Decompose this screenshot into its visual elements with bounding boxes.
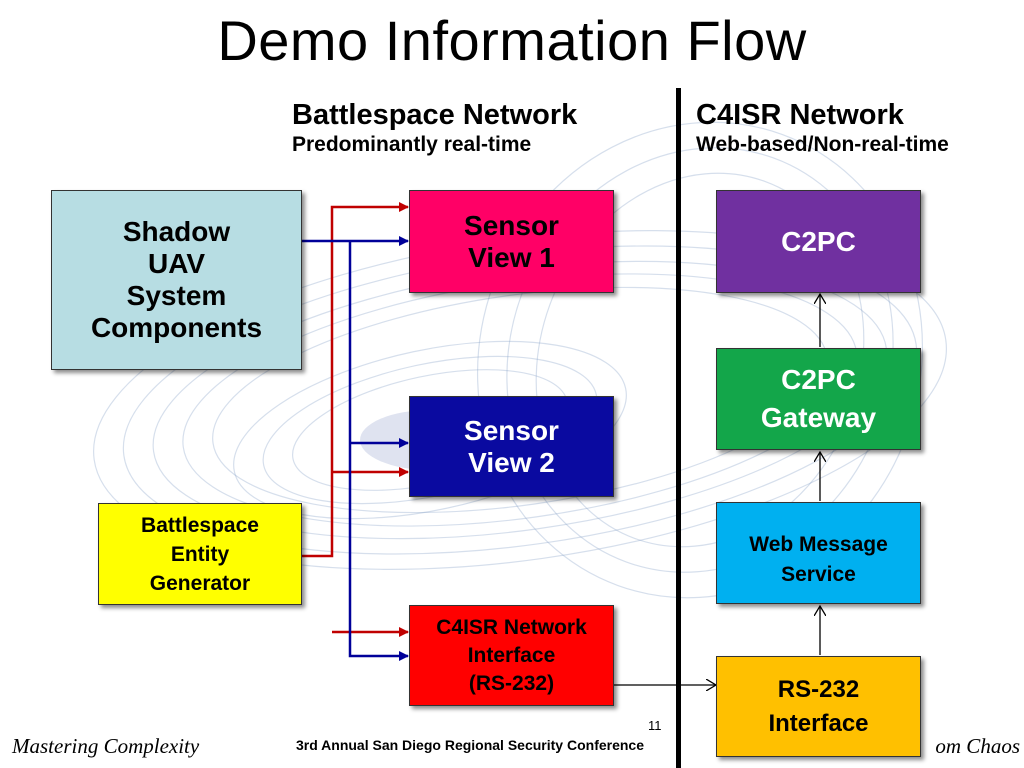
battlespace-entity-generator-label: Battlespace Entity Generator	[141, 513, 259, 595]
slide-title: Demo Information Flow	[217, 9, 807, 72]
c4isr-network-interface-label: C4ISR Network Interface (RS-232)	[436, 615, 587, 695]
c4isr-network-header: C4ISR Network Web-based/Non-real-time	[696, 98, 949, 158]
c2pc-gateway-box: C2PC Gateway	[716, 348, 921, 450]
c2pc-box: C2PC	[716, 190, 921, 293]
battlespace-network-title: Battlespace Network	[292, 99, 578, 131]
c2pc-label: C2PC	[781, 225, 856, 257]
footer-left-text: Mastering Complexity	[12, 734, 200, 758]
footer-right-text: om Chaos	[935, 734, 1020, 758]
sensor-view-1-box: Sensor View 1	[409, 190, 614, 293]
c4isr-network-title: C4ISR Network	[696, 99, 904, 131]
rs232-interface-label: RS-232 Interface	[768, 675, 869, 737]
shadow-uav-system-box: Shadow UAV System Components	[51, 190, 302, 370]
c2pc-gateway-label: C2PC Gateway	[760, 364, 877, 433]
sensor-view-1-label: Sensor View 1	[464, 209, 559, 273]
c4isr-network-subtitle: Web-based/Non-real-time	[696, 133, 949, 156]
footer-center-text: 3rd Annual San Diego Regional Security C…	[296, 737, 644, 753]
c4isr-network-interface-box: C4ISR Network Interface (RS-232)	[409, 605, 614, 706]
shadow-uav-system-label: Shadow UAV System Components	[90, 216, 263, 343]
battlespace-network-header: Battlespace Network Predominantly real-t…	[292, 98, 577, 158]
sensor-view-2-box: Sensor View 2	[409, 396, 614, 497]
web-message-service-label: Web Message Service	[749, 533, 888, 586]
battlespace-entity-generator-box: Battlespace Entity Generator	[98, 503, 302, 605]
rs232-interface-box: RS-232 Interface	[716, 656, 921, 757]
sensor-view-2-label: Sensor View 2	[464, 414, 559, 478]
network-divider-line	[676, 88, 681, 768]
battlespace-network-subtitle: Predominantly real-time	[292, 133, 532, 156]
web-message-service-box: Web Message Service	[716, 502, 921, 604]
page-number: 11	[648, 718, 662, 733]
